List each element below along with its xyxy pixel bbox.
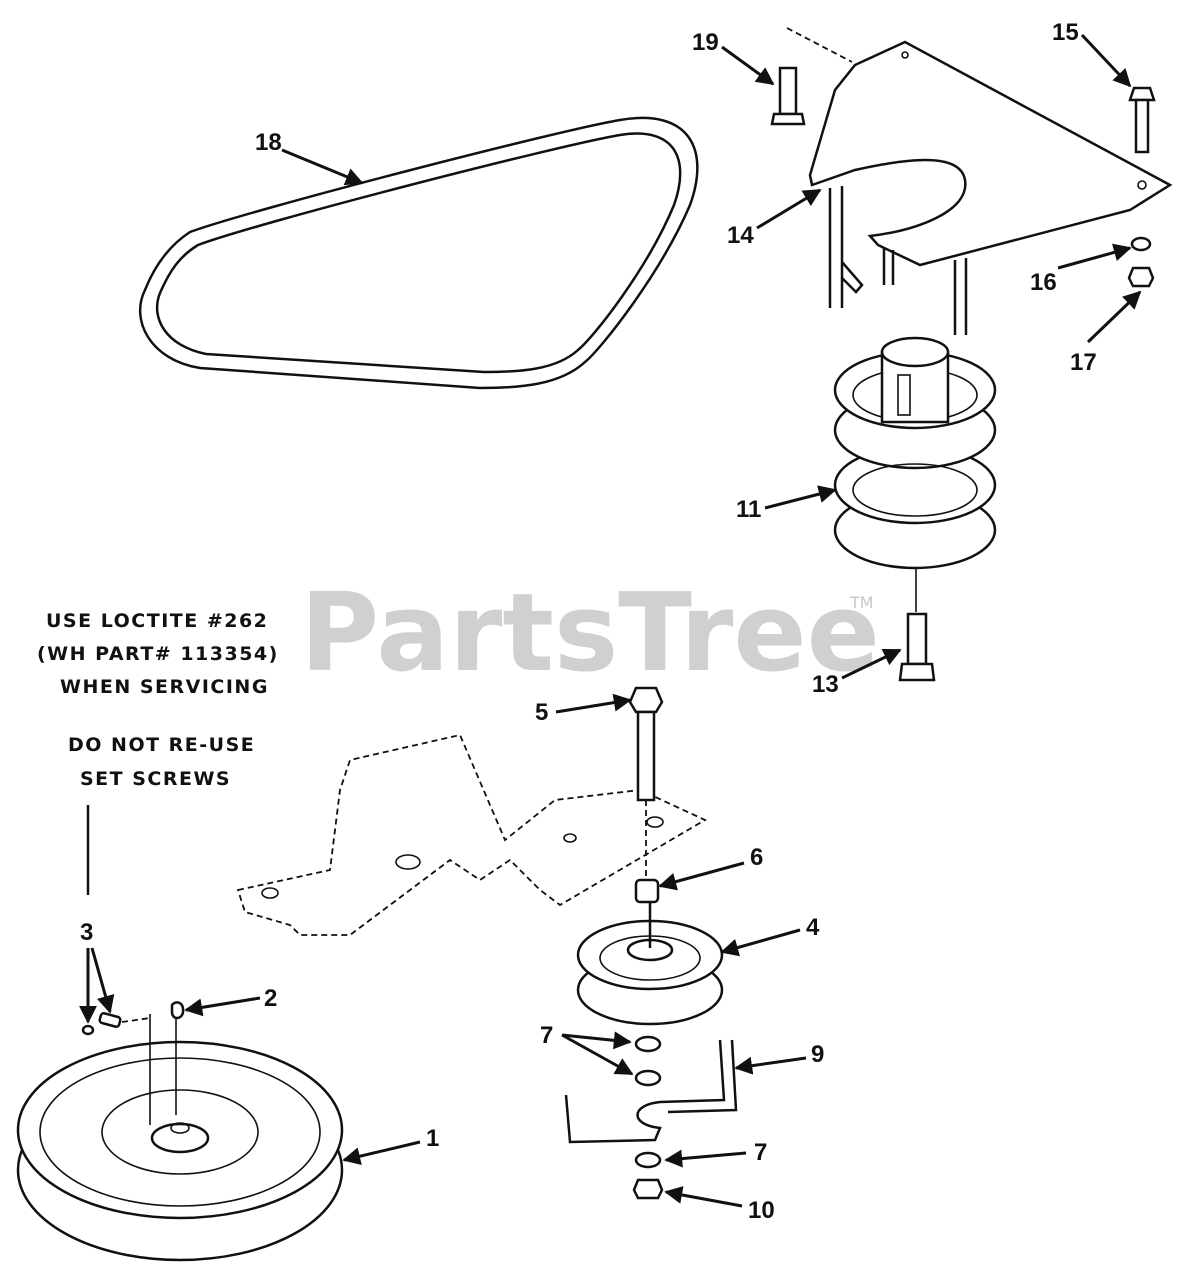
nut-part-17 bbox=[1127, 266, 1155, 288]
callout-11: 11 bbox=[736, 496, 761, 523]
spacer-part-6 bbox=[634, 878, 660, 904]
washer-part-16 bbox=[1130, 236, 1152, 252]
key-part-2 bbox=[170, 1001, 185, 1020]
setscrew-guide bbox=[121, 1017, 151, 1023]
callout-18: 18 bbox=[255, 129, 282, 156]
spring-rod-part-9 bbox=[564, 1039, 726, 1144]
note-loctite: USE LOCTITE #262 (WH PART# 113354) WHEN … bbox=[37, 610, 279, 698]
callout-3: 3 bbox=[80, 919, 93, 946]
watermark-tm: TM bbox=[849, 593, 874, 612]
callout-4: 4 bbox=[806, 914, 820, 941]
callout-15: 15 bbox=[1052, 19, 1079, 46]
note-setscrews-line-2: SET SCREWS bbox=[80, 768, 231, 790]
callout-13: 13 bbox=[812, 671, 839, 698]
washer-part-7a bbox=[634, 1035, 662, 1053]
washer-part-7c bbox=[634, 1151, 662, 1169]
callout-6: 6 bbox=[750, 844, 763, 871]
callout-14: 14 bbox=[727, 222, 754, 249]
note-setscrews: DO NOT RE-USE SET SCREWS bbox=[68, 734, 255, 790]
washer-part-7b bbox=[634, 1069, 662, 1087]
note-loctite-line-1: USE LOCTITE #262 bbox=[46, 610, 268, 632]
callout-labels: 18 19 15 14 16 17 11 13 5 6 4 2 3 7 9 7 … bbox=[80, 19, 1097, 1224]
callout-19: 19 bbox=[692, 29, 719, 56]
watermark: PartsTree bbox=[300, 571, 880, 696]
setscrew-part-3a bbox=[98, 1012, 122, 1028]
callout-7a: 7 bbox=[540, 1022, 553, 1049]
note-setscrews-line-1: DO NOT RE-USE bbox=[68, 734, 255, 756]
bolt-part-15 bbox=[1128, 86, 1156, 154]
callout-16: 16 bbox=[1030, 269, 1057, 296]
belt-part-18 bbox=[138, 116, 699, 390]
mounting-bracket-dashed bbox=[236, 733, 707, 936]
leader-arrows bbox=[79, 33, 1142, 1208]
callout-5: 5 bbox=[535, 699, 548, 726]
idler-pulley-part-4 bbox=[576, 902, 724, 1026]
drive-pulley-part-1 bbox=[16, 1014, 344, 1262]
bolt-part-5 bbox=[628, 686, 664, 880]
bolt-part-19 bbox=[770, 66, 806, 126]
callout-9: 9 bbox=[811, 1041, 824, 1068]
bolt-part-13 bbox=[898, 568, 936, 682]
double-pulley-part-11 bbox=[833, 336, 997, 570]
idler-bracket-part-14 bbox=[786, 27, 1173, 335]
spring-rod-part-9-edge bbox=[667, 1039, 738, 1114]
callout-10: 10 bbox=[748, 1197, 775, 1224]
callout-1: 1 bbox=[426, 1125, 439, 1152]
nut-part-10 bbox=[632, 1178, 664, 1200]
callout-2: 2 bbox=[264, 985, 277, 1012]
note-loctite-line-2: (WH PART# 113354) bbox=[37, 643, 279, 665]
setscrew-part-3b bbox=[81, 1024, 95, 1036]
callout-7b: 7 bbox=[754, 1139, 767, 1166]
callout-17: 17 bbox=[1070, 349, 1097, 376]
note-loctite-line-3: WHEN SERVICING bbox=[60, 676, 269, 698]
